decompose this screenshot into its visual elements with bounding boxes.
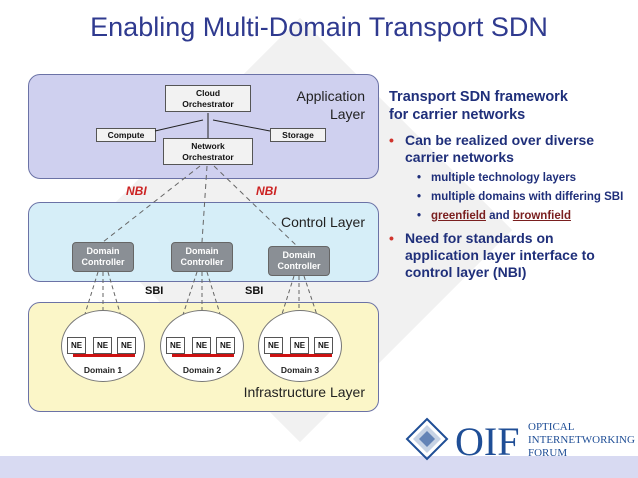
sbi-label-left: SBI	[145, 285, 164, 297]
sub-bullet-text: multiple domains with differing SBI	[431, 191, 624, 203]
slide-title: Enabling Multi-Domain Transport SDN	[90, 12, 548, 42]
bullet-item: • Can be realized over diverse carrier n…	[389, 132, 629, 166]
ne-node: NE	[216, 337, 235, 354]
domain-2-ne-link	[172, 354, 234, 357]
nbi-label-right: NBI	[256, 184, 277, 198]
storage-box: Storage	[270, 128, 326, 142]
ne-node: NE	[166, 337, 185, 354]
right-text-panel: Transport SDN framework for carrier netw…	[389, 88, 629, 281]
domain-controller-2-line2: Controller	[180, 257, 224, 267]
oif-logo: OIF OPTICAL INTERNETWORKING FORUM	[405, 417, 635, 464]
domain-controller-1: Domain Controller	[72, 242, 134, 272]
domain-controller-3-line2: Controller	[277, 261, 321, 271]
domain-3-ne-link	[270, 354, 332, 357]
panel-heading-line2: for carrier networks	[389, 107, 526, 123]
orchestrator-to-storage-link	[212, 119, 271, 132]
network-orchestrator-line2: Orchestrator	[182, 151, 234, 162]
network-orchestrator-line1: Network	[191, 140, 225, 151]
sbi-link-3a	[276, 275, 295, 331]
sub-bullet-text: multiple technology layers	[431, 172, 577, 184]
oif-logo-line1: OPTICAL	[528, 421, 575, 433]
ne-node: NE	[290, 337, 309, 354]
cloud-orchestrator-line2: Orchestrator	[182, 98, 234, 109]
network-orchestrator-box: Network Orchestrator	[163, 138, 253, 165]
nbi-link-3	[213, 165, 299, 248]
panel-heading: Transport SDN framework for carrier netw…	[389, 88, 629, 124]
oif-logo-mark-icon: OIF OPTICAL INTERNETWORKING FORUM	[405, 417, 635, 464]
oif-logo-line3: FORUM	[528, 447, 567, 459]
sbi-link-3c	[303, 275, 323, 331]
bullet-dot-icon: •	[417, 172, 422, 184]
domain-controller-1-line1: Domain	[86, 246, 120, 256]
domain-1-ne-link	[73, 354, 135, 357]
domain-controller-2: Domain Controller	[171, 242, 233, 272]
bullet-dot-icon: •	[417, 210, 422, 222]
ne-node: NE	[314, 337, 333, 354]
control-layer-label: Control Layer	[280, 214, 365, 230]
bullet-item: • Need for standards on application laye…	[389, 230, 629, 281]
ne-node: NE	[117, 337, 136, 354]
ne-node: NE	[192, 337, 211, 354]
nbi-label-left: NBI	[126, 184, 147, 198]
domain-controller-2-line1: Domain	[185, 246, 219, 256]
footer-band	[0, 456, 638, 478]
greenfield-term: greenfield	[431, 210, 486, 222]
brownfield-term: brownfield	[512, 210, 571, 222]
oif-logo-line2: INTERNETWORKING	[528, 434, 635, 446]
ne-node: NE	[264, 337, 283, 354]
ne-node: NE	[93, 337, 112, 354]
application-layer-label-line1: Application	[296, 88, 366, 104]
ne-node: NE	[67, 337, 86, 354]
bullet-text: Need for standards on application layer …	[405, 230, 595, 280]
cloud-orchestrator-line1: Cloud	[195, 87, 221, 98]
orchestrator-to-compute-link	[154, 119, 204, 132]
domain-controller-3: Domain Controller	[268, 246, 330, 276]
sub-bullet-connector: and	[489, 210, 510, 222]
cloud-orchestrator-box: Cloud Orchestrator	[165, 85, 251, 112]
domain-controller-1-line2: Controller	[81, 257, 125, 267]
oif-logo-mark-text: OIF	[455, 419, 519, 461]
bullet-dot-icon: •	[389, 230, 394, 246]
domain-3-label: Domain 3	[280, 365, 320, 375]
bullet-text: Can be realized over diverse carrier net…	[405, 132, 595, 165]
bullet-dot-icon: •	[389, 132, 394, 148]
domain-2-label: Domain 2	[182, 365, 222, 375]
bullet-dot-icon: •	[417, 191, 422, 203]
sub-bullet-item: • multiple domains with differing SBI	[389, 190, 629, 204]
application-layer-label-line2: Layer	[329, 106, 365, 122]
sub-bullet-item: • multiple technology layers	[389, 171, 629, 185]
sbi-label-right: SBI	[245, 285, 264, 297]
nbi-link-2	[201, 165, 208, 243]
panel-heading-line1: Transport SDN framework	[389, 89, 568, 105]
infrastructure-layer-label: Infrastructure Layer	[243, 384, 365, 400]
compute-box: Compute	[96, 128, 156, 142]
domain-1-label: Domain 1	[83, 365, 123, 375]
domain-controller-3-line1: Domain	[282, 250, 316, 260]
sub-bullet-item: • greenfield and brownfield	[389, 209, 629, 223]
nbi-link-1	[102, 165, 201, 243]
application-layer-label: Application Layer	[285, 87, 366, 123]
